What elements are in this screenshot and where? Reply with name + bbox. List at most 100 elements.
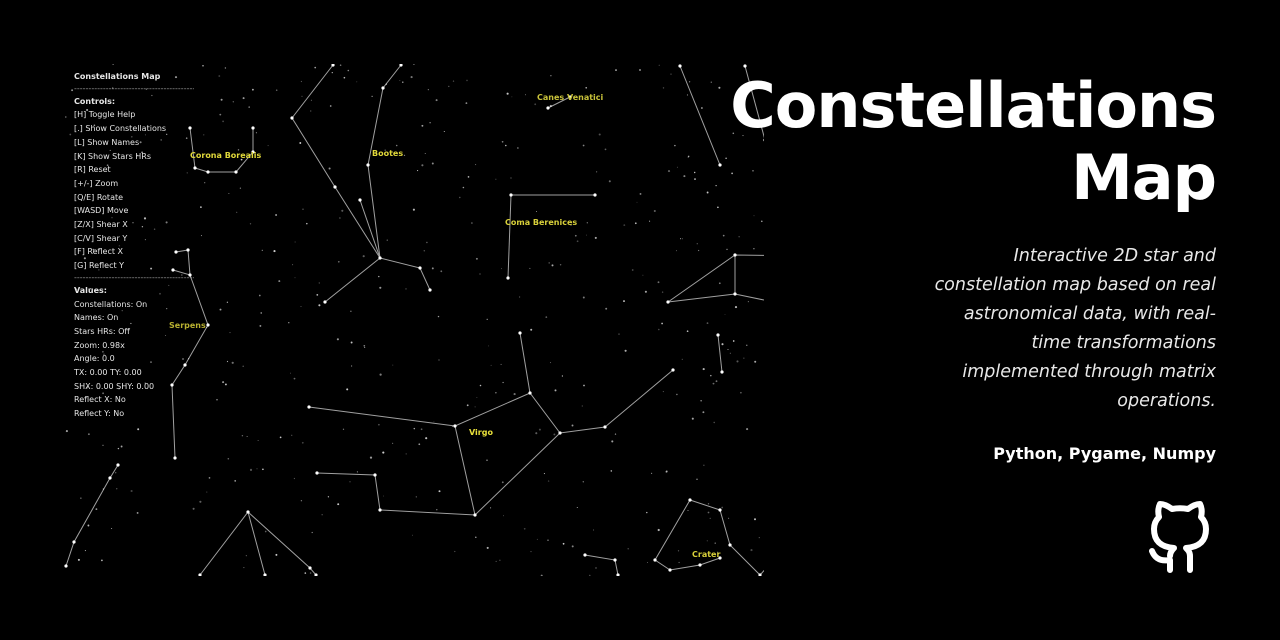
star [141, 151, 143, 154]
star [668, 568, 672, 572]
star [466, 79, 468, 82]
star [278, 280, 281, 283]
star [314, 573, 318, 576]
star [605, 307, 608, 310]
star [644, 290, 647, 293]
constellation-label: Coma Berenices [505, 218, 577, 227]
star [208, 477, 211, 479]
star [171, 268, 175, 272]
star [727, 348, 729, 351]
star [150, 361, 152, 363]
star [658, 64, 660, 66]
star [79, 102, 81, 104]
star [103, 101, 105, 103]
star [706, 540, 708, 542]
star [530, 551, 532, 553]
star [219, 113, 222, 116]
star [549, 104, 552, 108]
star [192, 507, 195, 510]
star [475, 257, 478, 260]
star [405, 453, 407, 455]
star [412, 208, 415, 211]
control-item: [G] Reflect Y [74, 261, 125, 271]
title-line-2: Map [1071, 141, 1217, 214]
star [570, 224, 572, 226]
star [725, 157, 727, 160]
value-item: Names: On [74, 313, 119, 323]
star [94, 249, 97, 252]
star [304, 572, 307, 574]
star [693, 171, 696, 174]
star [743, 64, 747, 68]
star [613, 558, 617, 562]
control-item: [Q/E] Rotate [74, 192, 124, 202]
star [475, 536, 477, 539]
star [431, 162, 434, 165]
star [582, 296, 585, 299]
star [65, 116, 67, 118]
star [437, 315, 440, 318]
star [174, 76, 178, 79]
star [121, 310, 123, 312]
star [219, 308, 222, 311]
star [362, 255, 365, 258]
star [399, 64, 403, 67]
star [475, 164, 477, 166]
star [141, 226, 144, 228]
star [459, 196, 461, 199]
star [309, 572, 312, 574]
star [315, 471, 319, 475]
star [436, 509, 438, 511]
star [83, 257, 86, 260]
star [131, 136, 133, 138]
star [80, 497, 82, 499]
star [222, 120, 225, 123]
control-item: [H] Toggle Help [74, 110, 136, 120]
value-item: Reflect Y: No [74, 409, 125, 419]
star [715, 380, 718, 383]
star [702, 368, 705, 371]
star [548, 262, 550, 264]
star [536, 538, 538, 540]
constellation-label: Bootes [372, 149, 403, 158]
star [300, 500, 303, 502]
star [734, 306, 738, 309]
star [535, 210, 538, 213]
star [356, 471, 358, 473]
star [547, 480, 550, 482]
star [707, 503, 710, 505]
star [343, 76, 346, 79]
star [290, 116, 294, 120]
star [721, 506, 724, 509]
constellation-line [172, 249, 191, 276]
star [292, 264, 294, 266]
control-item: [.] Show Constellations [74, 124, 167, 134]
star [301, 95, 303, 97]
star [479, 384, 482, 387]
star [69, 133, 72, 136]
star [366, 163, 370, 167]
star [657, 281, 660, 284]
star [101, 559, 103, 562]
star [500, 363, 502, 365]
star [174, 250, 178, 254]
star [513, 393, 516, 396]
star [87, 433, 90, 436]
star [658, 328, 660, 331]
star [111, 527, 113, 530]
star [165, 335, 167, 336]
controls-header: Controls: [74, 96, 116, 106]
star [246, 510, 250, 514]
star [323, 300, 327, 304]
star [736, 360, 739, 363]
control-item: [R] Reset [74, 165, 111, 175]
star [151, 94, 153, 97]
constellation-line [367, 64, 431, 291]
star [89, 288, 92, 290]
star [452, 80, 455, 82]
star [550, 75, 552, 77]
star [490, 364, 492, 366]
star [306, 222, 308, 225]
github-icon[interactable] [1144, 498, 1216, 576]
